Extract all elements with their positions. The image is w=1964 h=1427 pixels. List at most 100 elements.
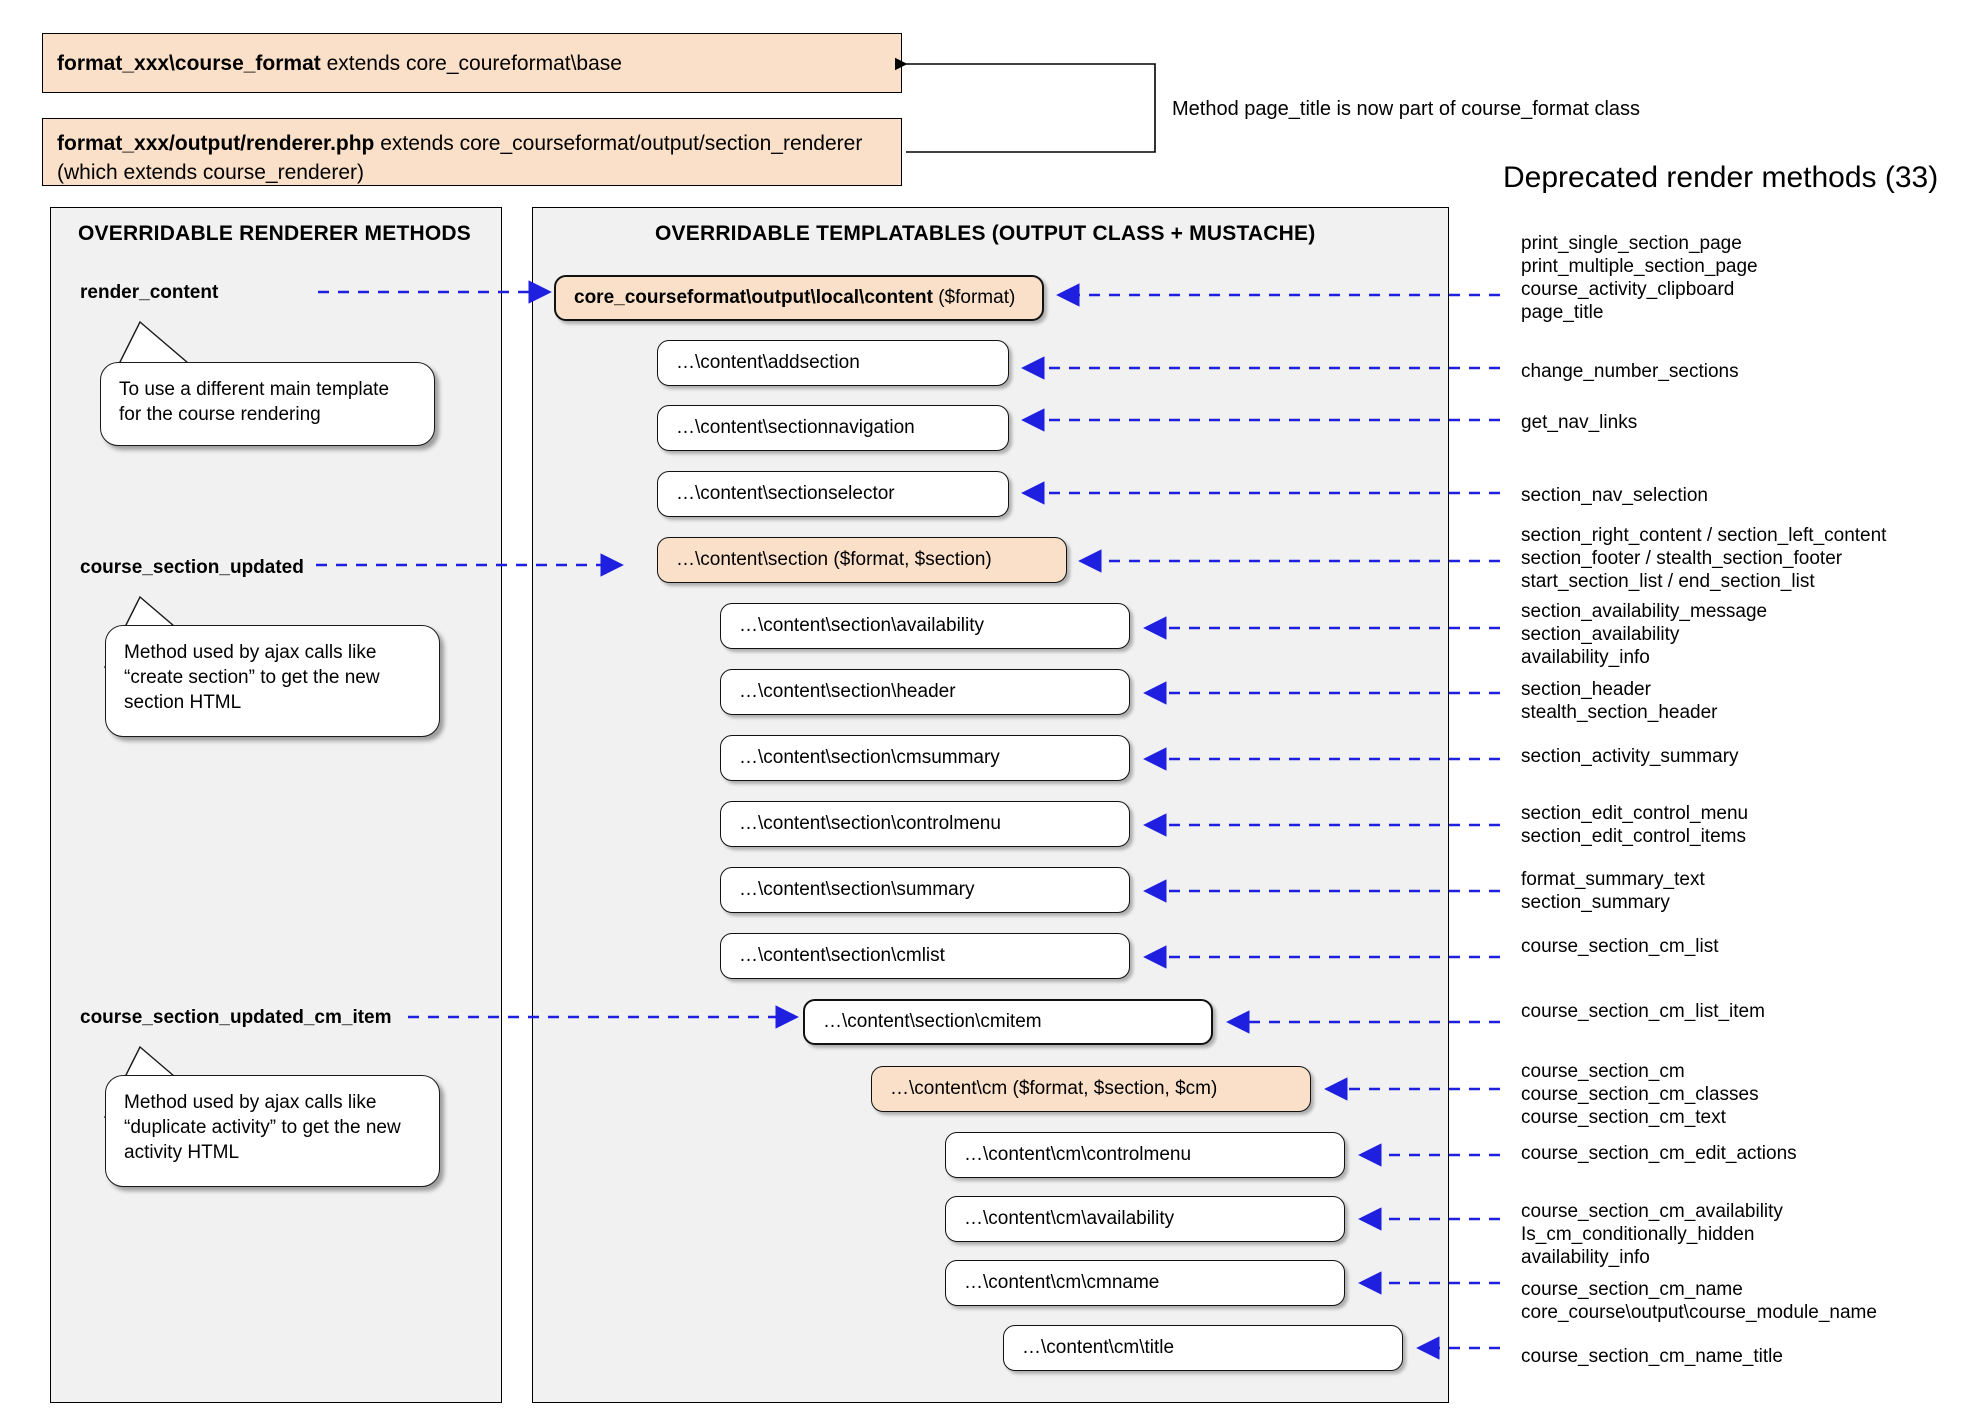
tbox-addsection[interactable]: …\content\addsection xyxy=(657,340,1009,386)
deprecated-line: start_section_list / end_section_list xyxy=(1521,571,1815,592)
deprecated-group-11: course_section_cm_list_item xyxy=(1521,1000,1765,1023)
tbox-content[interactable]: core_courseformat\output\local\content (… xyxy=(554,275,1044,321)
deprecated-line: course_section_cm_list_item xyxy=(1521,1001,1765,1022)
deprecated-group-14: course_section_cm_availability Is_cm_con… xyxy=(1521,1200,1783,1269)
deprecated-group-13: course_section_cm_edit_actions xyxy=(1521,1142,1797,1165)
tbox-sectionnavigation-label: …\content\sectionnavigation xyxy=(676,417,915,438)
header-box-2-rest: extends core_courseformat/output/section… xyxy=(57,132,863,184)
tbox-cm-controlmenu-label: …\content\cm\controlmenu xyxy=(964,1144,1192,1165)
tbox-cm-cmname-label: …\content\cm\cmname xyxy=(964,1272,1160,1293)
callout-course-section-updated-cm-item: Method used by ajax calls like “duplicat… xyxy=(105,1075,440,1187)
header-box-1-rest: extends core_coureformat\base xyxy=(320,51,622,75)
tbox-addsection-label: …\content\addsection xyxy=(676,352,860,373)
deprecated-line: section_activity_summary xyxy=(1521,746,1739,767)
deprecated-line: Is_cm_conditionally_hidden xyxy=(1521,1224,1755,1245)
method-label-course-section-updated-cm-item: course_section_updated_cm_item xyxy=(80,1007,392,1028)
deprecated-line: section_right_content / section_left_con… xyxy=(1521,525,1887,546)
deprecated-group-5: section_availability_message section_ava… xyxy=(1521,600,1767,669)
tbox-section-summary[interactable]: …\content\section\summary xyxy=(720,867,1130,913)
header-box-course-format: format_xxx\course_format extends core_co… xyxy=(42,33,902,93)
method-label-render-content: render_content xyxy=(80,282,219,303)
deprecated-group-10: course_section_cm_list xyxy=(1521,935,1718,958)
deprecated-line: course_section_cm xyxy=(1521,1061,1685,1082)
tbox-section-cmlist-label: …\content\section\cmlist xyxy=(739,945,945,966)
tbox-section-cmitem[interactable]: …\content\section\cmitem xyxy=(803,999,1213,1045)
tbox-sectionselector-label: …\content\sectionselector xyxy=(676,483,895,504)
deprecated-line: page_title xyxy=(1521,302,1604,323)
deprecated-group-4: section_right_content / section_left_con… xyxy=(1521,524,1886,593)
deprecated-line: section_availability_message xyxy=(1521,601,1768,622)
left-panel-title: OVERRIDABLE RENDERER METHODS xyxy=(78,222,471,245)
deprecated-line: availability_info xyxy=(1521,647,1650,668)
callout-render-content: To use a different main template for the… xyxy=(100,362,435,446)
deprecated-line: course_section_cm_edit_actions xyxy=(1521,1143,1797,1164)
deprecated-group-1: change_number_sections xyxy=(1521,360,1739,383)
deprecated-group-7: section_activity_summary xyxy=(1521,745,1739,768)
deprecated-line: course_section_cm_classes xyxy=(1521,1084,1759,1105)
tbox-section-availability-label: …\content\section\availability xyxy=(739,615,985,636)
deprecated-group-15: course_section_cm_name core_course\outpu… xyxy=(1521,1278,1877,1324)
deprecated-line: change_number_sections xyxy=(1521,361,1739,382)
deprecated-line: availability_info xyxy=(1521,1247,1650,1268)
deprecated-line: course_section_cm_name xyxy=(1521,1279,1743,1300)
deprecated-group-2: get_nav_links xyxy=(1521,411,1637,434)
tbox-cm-label: …\content\cm ($format, $section, $cm) xyxy=(890,1078,1218,1099)
deprecated-group-6: section_header stealth_section_header xyxy=(1521,678,1717,724)
tbox-cm-availability[interactable]: …\content\cm\availability xyxy=(945,1196,1345,1242)
bracket-note: Method page_title is now part of course_… xyxy=(1172,98,1641,120)
deprecated-line: section_nav_selection xyxy=(1521,485,1708,506)
deprecated-line: course_activity_clipboard xyxy=(1521,279,1735,300)
tbox-content-rest: ($format) xyxy=(932,287,1016,308)
deprecated-line: print_multiple_section_page xyxy=(1521,256,1758,277)
deprecated-group-9: format_summary_text section_summary xyxy=(1521,868,1705,914)
deprecated-line: stealth_section_header xyxy=(1521,702,1718,723)
deprecated-line: format_summary_text xyxy=(1521,869,1705,890)
deprecated-line: section_footer / stealth_section_footer xyxy=(1521,548,1843,569)
header-box-2-bold: format_xxx/output/renderer.php xyxy=(57,132,375,155)
tbox-section-label: …\content\section ($format, $section) xyxy=(676,549,992,570)
deprecated-methods-title: Deprecated render methods (33) xyxy=(1503,161,1939,194)
deprecated-line: get_nav_links xyxy=(1521,412,1638,433)
tbox-content-bold: core_courseformat\output\local\content xyxy=(574,287,933,308)
deprecated-group-8: section_edit_control_menu section_edit_c… xyxy=(1521,802,1748,848)
deprecated-line: section_summary xyxy=(1521,892,1670,913)
tbox-section-cmsummary[interactable]: …\content\section\cmsummary xyxy=(720,735,1130,781)
header-box-1-bold: format_xxx\course_format xyxy=(57,51,321,75)
deprecated-group-0: print_single_section_page print_multiple… xyxy=(1521,232,1758,324)
tbox-section-controlmenu[interactable]: …\content\section\controlmenu xyxy=(720,801,1130,847)
deprecated-line: course_section_cm_list xyxy=(1521,936,1719,957)
deprecated-line: course_section_cm_availability xyxy=(1521,1201,1783,1222)
tbox-section-cmlist[interactable]: …\content\section\cmlist xyxy=(720,933,1130,979)
deprecated-group-3: section_nav_selection xyxy=(1521,484,1708,507)
tbox-sectionnavigation[interactable]: …\content\sectionnavigation xyxy=(657,405,1009,451)
tbox-cm-availability-label: …\content\cm\availability xyxy=(964,1208,1175,1229)
deprecated-line: section_edit_control_menu xyxy=(1521,803,1749,824)
tbox-section[interactable]: …\content\section ($format, $section) xyxy=(657,537,1067,583)
deprecated-line: section_header xyxy=(1521,679,1651,700)
deprecated-group-12: course_section_cm course_section_cm_clas… xyxy=(1521,1060,1759,1129)
tbox-section-controlmenu-label: …\content\section\controlmenu xyxy=(739,813,1001,834)
tbox-cm-cmname[interactable]: …\content\cm\cmname xyxy=(945,1260,1345,1306)
tbox-section-availability[interactable]: …\content\section\availability xyxy=(720,603,1130,649)
deprecated-line: course_section_cm_text xyxy=(1521,1107,1726,1128)
tbox-cm[interactable]: …\content\cm ($format, $section, $cm) xyxy=(871,1066,1311,1112)
tbox-cm-title-label: …\content\cm\title xyxy=(1022,1337,1175,1358)
deprecated-line: core_course\output\course_module_name xyxy=(1521,1302,1877,1323)
tbox-section-header-label: …\content\section\header xyxy=(739,681,956,702)
deprecated-line: section_availability xyxy=(1521,624,1680,645)
deprecated-line: course_section_cm_name_title xyxy=(1521,1346,1783,1367)
callout-course-section-updated: Method used by ajax calls like “create s… xyxy=(105,625,440,737)
tbox-section-summary-label: …\content\section\summary xyxy=(739,879,975,900)
header-box-renderer-php: format_xxx/output/renderer.php extends c… xyxy=(42,118,902,186)
tbox-sectionselector[interactable]: …\content\sectionselector xyxy=(657,471,1009,517)
tbox-cm-title[interactable]: …\content\cm\title xyxy=(1003,1325,1403,1371)
tbox-section-cmitem-label: …\content\section\cmitem xyxy=(823,1011,1042,1032)
tbox-section-cmsummary-label: …\content\section\cmsummary xyxy=(739,747,1000,768)
tbox-cm-controlmenu[interactable]: …\content\cm\controlmenu xyxy=(945,1132,1345,1178)
deprecated-group-16: course_section_cm_name_title xyxy=(1521,1345,1783,1368)
center-panel-title: OVERRIDABLE TEMPLATABLES (OUTPUT CLASS +… xyxy=(655,222,1316,245)
tbox-section-header[interactable]: …\content\section\header xyxy=(720,669,1130,715)
deprecated-line: print_single_section_page xyxy=(1521,233,1742,254)
deprecated-line: section_edit_control_items xyxy=(1521,826,1746,847)
method-label-course-section-updated: course_section_updated xyxy=(80,557,304,578)
